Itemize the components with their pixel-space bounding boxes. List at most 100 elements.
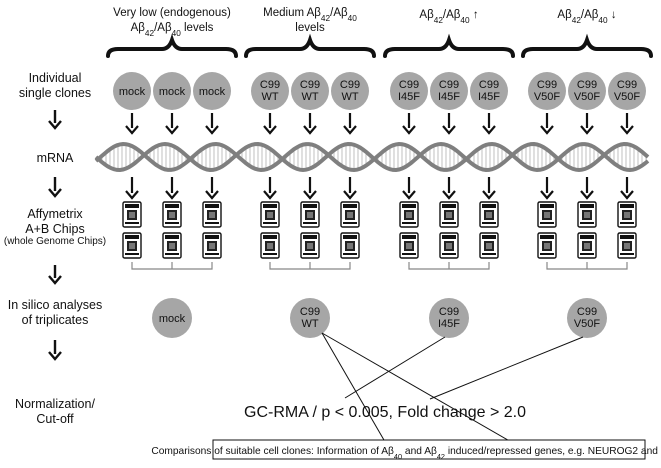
clone-label: C99 — [340, 79, 360, 91]
summary-label: WT — [301, 318, 318, 330]
clone-circle — [430, 72, 468, 110]
clone-label: V50F — [534, 91, 561, 103]
chip-icon — [202, 201, 222, 228]
clone-circle — [193, 72, 231, 110]
triplicate-bracket — [269, 262, 351, 270]
chip-icon — [260, 232, 280, 259]
chip-icon — [537, 201, 557, 228]
clone-label: WT — [261, 91, 278, 103]
comparison-line — [321, 332, 389, 448]
curly-brace — [521, 33, 653, 58]
triplicate-brackets — [131, 262, 628, 270]
chip-icon — [537, 232, 557, 259]
left-down-arrow-head — [48, 275, 62, 285]
triplicate-bracket — [408, 262, 490, 270]
column-arrow-head — [165, 190, 179, 200]
clone-circle — [390, 72, 428, 110]
column-arrow-head — [165, 125, 179, 135]
column-arrow-head — [580, 125, 594, 135]
triplicate-bracket — [546, 262, 628, 270]
triplicate-bracket — [131, 262, 213, 270]
chip-icon — [617, 201, 637, 228]
affymetrix-chips — [122, 201, 637, 259]
clone-label: C99 — [479, 79, 499, 91]
group-header-line: Aβ42/Aβ40 ↓ — [557, 9, 616, 25]
column-arrow-head — [540, 125, 554, 135]
helix-strand — [94, 141, 650, 173]
column-arrow-head — [482, 190, 496, 200]
clone-label: C99 — [617, 79, 637, 91]
helix-strand — [94, 141, 650, 173]
clone-label: WT — [341, 91, 358, 103]
conclusion-text: Comparisons of suitable cell clones: Inf… — [151, 446, 661, 461]
clone-label: mock — [159, 86, 186, 98]
left-down-arrow-head — [48, 351, 62, 361]
row-label-normalization: Normalization/ — [15, 397, 95, 411]
summary-circle — [152, 298, 192, 338]
chip-icon — [577, 201, 597, 228]
summary-label: C99 — [577, 306, 597, 318]
clone-circle — [291, 72, 329, 110]
clone-label: I45F — [438, 91, 460, 103]
summary-circle — [429, 298, 469, 338]
column-arrow-head — [263, 190, 277, 200]
row-label-clones: single clones — [19, 86, 91, 100]
column-arrow-head — [125, 190, 139, 200]
chip-icon — [122, 232, 142, 259]
column-arrow-head — [303, 190, 317, 200]
column-arrow-head — [620, 190, 634, 200]
curly-brace — [106, 33, 238, 58]
row-label-chips: (whole Genome Chips) — [4, 236, 106, 247]
criteria-text: GC-RMA / p < 0.005, Fold change > 2.0 — [244, 404, 526, 421]
chip-icon — [300, 201, 320, 228]
column-arrows — [125, 113, 634, 200]
left-down-arrow-head — [48, 120, 62, 130]
column-arrow-head — [620, 125, 634, 135]
column-arrow-head — [343, 190, 357, 200]
chip-icon — [479, 232, 499, 259]
chip-icon — [479, 201, 499, 228]
group-header-line: Aβ42/Aβ40 levels — [131, 22, 214, 38]
group-header-line: Very low (endogenous) — [113, 7, 231, 19]
row-label-mrna: mRNA — [37, 151, 74, 165]
summary-label: I45F — [438, 318, 460, 330]
summary-label: V50F — [574, 318, 601, 330]
clone-label: mock — [119, 86, 146, 98]
clone-circle — [470, 72, 508, 110]
summary-circle — [290, 298, 330, 338]
clone-circle — [568, 72, 606, 110]
column-arrow-head — [205, 190, 219, 200]
curly-brace — [244, 33, 376, 58]
clone-label: I45F — [478, 91, 500, 103]
chip-icon — [162, 201, 182, 228]
group-header-line: Aβ42/Aβ40 ↑ — [419, 9, 478, 25]
chip-icon — [399, 201, 419, 228]
column-arrow-head — [343, 125, 357, 135]
clone-circle — [251, 72, 289, 110]
row-label-silico: In silico analyses — [8, 298, 103, 312]
clone-label: C99 — [300, 79, 320, 91]
clone-label: V50F — [614, 91, 641, 103]
clone-label: C99 — [260, 79, 280, 91]
column-arrow-head — [580, 190, 594, 200]
chip-icon — [439, 232, 459, 259]
group-header-line: levels — [295, 22, 325, 34]
row-label-normalization: Cut-off — [36, 412, 74, 426]
clone-label: I45F — [398, 91, 420, 103]
mrna-helix — [94, 141, 650, 173]
column-arrow-head — [482, 125, 496, 135]
curly-brace — [383, 33, 515, 58]
chip-icon — [399, 232, 419, 259]
row-label-chips: Affymetrix — [27, 207, 83, 221]
clone-label: C99 — [439, 79, 459, 91]
chip-icon — [340, 232, 360, 259]
column-arrow-head — [442, 190, 456, 200]
chip-icon — [617, 232, 637, 259]
column-arrow-head — [402, 125, 416, 135]
clone-circle — [113, 72, 151, 110]
left-flow-arrows — [48, 110, 62, 361]
clone-circle — [608, 72, 646, 110]
row-label-silico: of triplicates — [22, 313, 89, 327]
